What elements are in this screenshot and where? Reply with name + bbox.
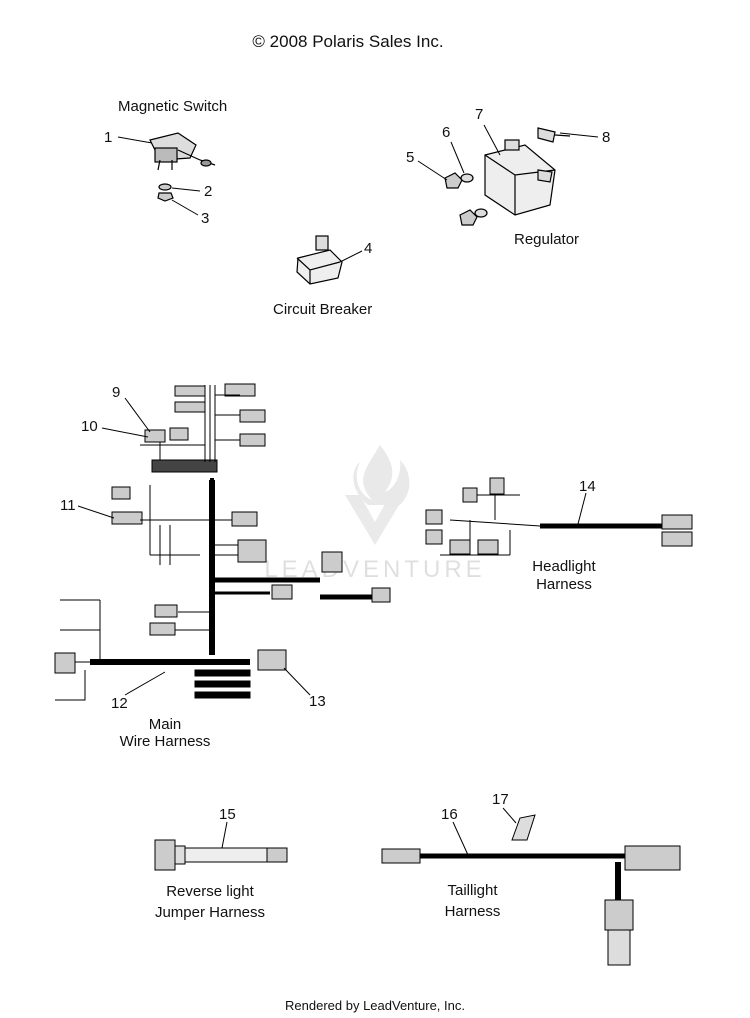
taillight-harness-label-line2: Harness: [444, 903, 501, 920]
callout-10: 10: [81, 418, 98, 435]
callout-9: 9: [112, 384, 121, 401]
main-wire-harness-label-line2: Wire Harness: [119, 733, 211, 750]
main-wire-harness-label-line1: Main: [148, 716, 182, 733]
callout-3: 3: [201, 210, 210, 227]
callout-16: 16: [441, 806, 458, 823]
reverse-light-harness-part: [154, 839, 288, 871]
callout-7: 7: [475, 106, 484, 123]
callout-8: 8: [602, 129, 611, 146]
headlight-harness-label-line2: Harness: [536, 576, 592, 593]
callout-5: 5: [406, 149, 415, 166]
callout-15: 15: [219, 806, 236, 823]
callout-4: 4: [364, 240, 373, 257]
reverse-light-harness-label-line2: Jumper Harness: [154, 904, 266, 921]
circuit-breaker-part: [296, 235, 343, 285]
magnetic-switch-label: Magnetic Switch: [118, 98, 228, 115]
circuit-breaker-label: Circuit Breaker: [273, 301, 373, 318]
magnetic-switch-part: [149, 132, 216, 202]
taillight-harness-label-line1: Taillight: [447, 882, 498, 899]
callout-1: 1: [104, 129, 113, 146]
callout-2: 2: [204, 183, 213, 200]
callout-13: 13: [309, 693, 326, 710]
headlight-harness-part: [425, 477, 693, 556]
callout-6: 6: [442, 124, 451, 141]
regulator-part: [444, 127, 571, 226]
taillight-harness-part: [381, 814, 681, 966]
regulator-label: Regulator: [514, 231, 580, 248]
watermark-logo: [345, 445, 410, 545]
callout-14: 14: [579, 478, 596, 495]
main-wire-harness-part: [54, 383, 391, 701]
footer-credit: Rendered by LeadVenture, Inc.: [285, 998, 465, 1013]
copyright-header: © 2008 Polaris Sales Inc.: [252, 32, 444, 51]
headlight-harness-label-line1: Headlight: [532, 558, 596, 575]
reverse-light-harness-label-line1: Reverse light: [166, 883, 254, 900]
callout-17: 17: [492, 791, 509, 808]
callout-12: 12: [111, 695, 128, 712]
callout-11: 11: [60, 497, 76, 514]
